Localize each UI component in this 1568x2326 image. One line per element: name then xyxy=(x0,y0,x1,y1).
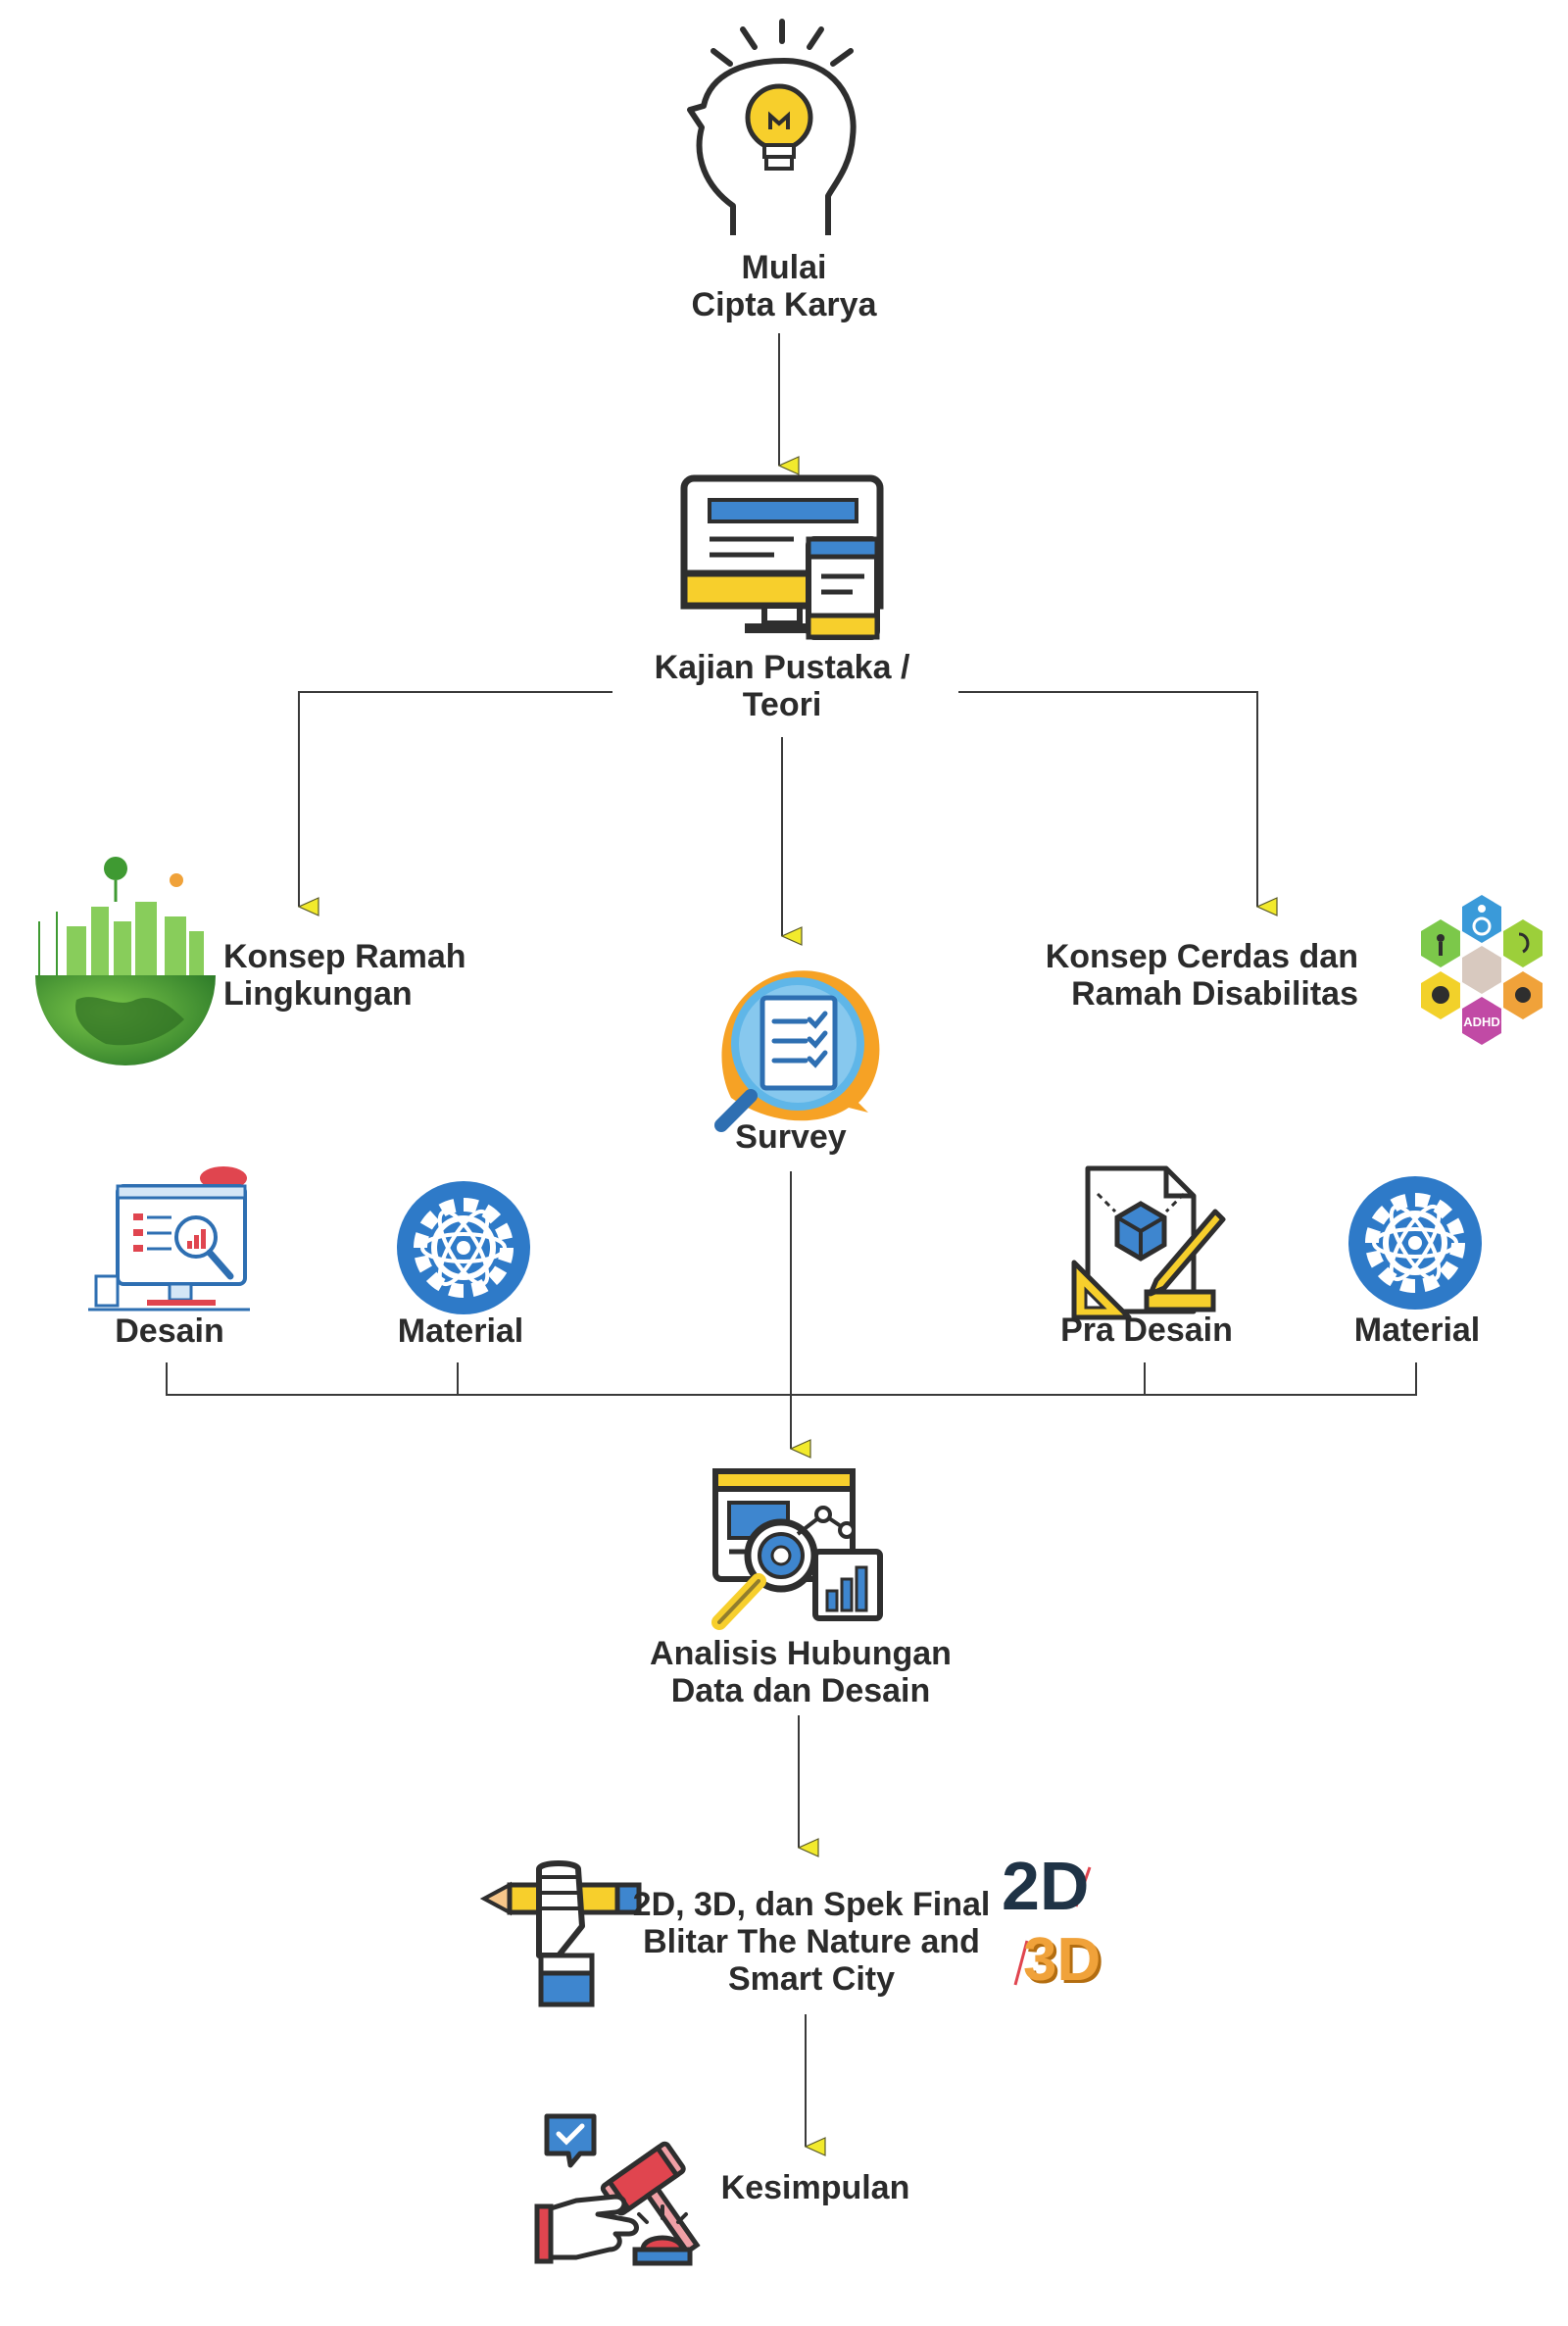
badge-3d: 3D xyxy=(1023,1926,1102,1994)
gavel-hand-icon xyxy=(534,2113,701,2266)
node-smart-line-1: Konsep Cerdas dan xyxy=(1045,938,1358,975)
design-monitor-icon xyxy=(88,1166,250,1311)
node-material-left-line-1: Material xyxy=(397,1312,524,1350)
node-analysis-label: Analisis Hubungan Data dan Desain xyxy=(650,1635,952,1709)
node-literature-line-2: Teori xyxy=(742,686,822,723)
node-desain-line-1: Desain xyxy=(115,1312,224,1350)
node-start-line-1: Mulai xyxy=(741,249,827,286)
node-analysis-line-2: Data dan Desain xyxy=(670,1672,931,1709)
badge-2d3d-decor xyxy=(1013,1866,1092,1986)
disability-hexagon-icon: ADHD xyxy=(1421,895,1543,1045)
node-survey-line-1: Survey xyxy=(735,1118,847,1156)
node-analysis-line-1: Analisis Hubungan xyxy=(650,1635,952,1672)
node-conclusion-line-1: Kesimpulan xyxy=(720,2169,910,2206)
node-survey-label: Survey xyxy=(735,1118,846,1156)
node-final-label: 2D, 3D, dan Spek Final Blitar The Nature… xyxy=(633,1886,991,1998)
green-earth-city-icon xyxy=(35,857,216,1065)
gear-atom-icon xyxy=(1348,1176,1482,1310)
node-conclusion-label: Kesimpulan xyxy=(721,2169,910,2206)
node-literature-label: Kajian Pustaka / Teori xyxy=(655,649,910,723)
node-material-left-label: Material xyxy=(398,1312,524,1350)
adhd-label: ADHD xyxy=(1463,1015,1500,1029)
node-pradesain-label: Pra Desain xyxy=(1060,1311,1233,1349)
node-final-line-2: Blitar The Nature and xyxy=(643,1923,980,1960)
hand-pencil-icon xyxy=(479,1860,642,2007)
node-smart-label: Konsep Cerdas dan Ramah Disabilitas xyxy=(1046,938,1358,1013)
node-final-line-1: 2D, 3D, dan Spek Final xyxy=(632,1886,991,1923)
node-eco-line-2: Lingkungan xyxy=(223,975,413,1013)
line-literature-branch-right xyxy=(958,691,1257,907)
connector-lines xyxy=(166,333,1417,2147)
node-start-line-2: Cipta Karya xyxy=(691,286,877,323)
node-desain-label: Desain xyxy=(115,1312,224,1350)
lightbulb-head-icon xyxy=(687,19,857,235)
gear-atom-icon xyxy=(397,1181,530,1314)
node-material-right-line-1: Material xyxy=(1353,1311,1481,1349)
computer-monitor-icon xyxy=(680,474,884,640)
node-material-right-label: Material xyxy=(1354,1311,1481,1349)
node-eco-line-1: Konsep Ramah xyxy=(223,938,466,975)
node-eco-label: Konsep Ramah Lingkungan xyxy=(223,938,466,1013)
data-analysis-icon xyxy=(711,1468,883,1630)
line-literature-branch-left xyxy=(298,691,612,907)
node-pradesain-line-1: Pra Desain xyxy=(1060,1311,1233,1349)
node-literature-line-1: Kajian Pustaka / xyxy=(654,649,910,686)
badge-2d: 2D xyxy=(1002,1848,1090,1924)
blueprint-cube-icon xyxy=(1071,1165,1226,1320)
node-final-line-3: Smart City xyxy=(727,1960,896,1998)
node-smart-line-2: Ramah Disabilitas xyxy=(1071,975,1358,1013)
survey-magnifier-icon xyxy=(714,970,880,1132)
node-start-label: Mulai Cipta Karya xyxy=(692,249,877,323)
